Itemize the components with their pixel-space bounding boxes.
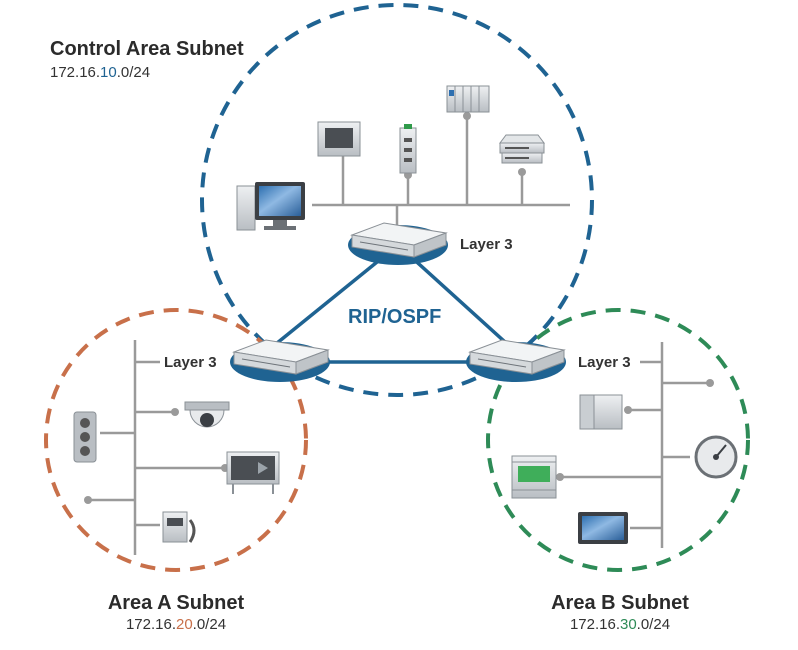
routing-protocol-label: RIP/OSPF: [348, 306, 442, 328]
gauge-icon: [694, 435, 738, 479]
area-b-subnet-address: 172.16.30.0/24: [569, 616, 671, 633]
area-b-bus-nodes: [556, 379, 714, 481]
layer3-switch-top: [348, 222, 448, 265]
server-icon: [499, 134, 545, 164]
area-a-subnet-boundary: [44, 308, 308, 572]
layer3-right-label: Layer 3: [578, 354, 631, 371]
layer3-switch-left: [230, 339, 330, 382]
industrial-switch-icon: [399, 124, 417, 174]
area-a-subnet-title: Area A Subnet: [107, 592, 245, 614]
energy-meter-icon: [511, 455, 557, 499]
area-a-bus: [88, 340, 225, 555]
tablet-display-icon: [578, 512, 628, 544]
control-subnet-boundary: [200, 3, 594, 397]
area-b-subnet-title: Area B Subnet: [551, 592, 689, 614]
area-a-subnet-address: 172.16.20.0/24: [125, 616, 227, 633]
message-sign-icon: [226, 451, 280, 494]
controller-box-icon: [579, 394, 623, 430]
workstation-monitor-icon: [236, 182, 305, 231]
layer3-switch-right: [466, 339, 566, 382]
control-subnet-address: 172.16.10.0/24: [50, 64, 151, 81]
traffic-light-icon: [73, 411, 97, 463]
control-bus: [312, 116, 570, 225]
plc-rack-icon: [446, 85, 490, 113]
emergency-phone-icon: [162, 511, 196, 543]
area-b-bus: [560, 342, 710, 548]
area-b-subnet-boundary: [486, 308, 750, 572]
dome-camera-icon: [184, 401, 230, 428]
layer3-left-label: Layer 3: [164, 354, 217, 371]
layer3-top-label: Layer 3: [460, 236, 513, 253]
hmi-panel-icon: [317, 121, 361, 157]
control-bus-nodes: [339, 112, 526, 179]
control-subnet-title: Control Area Subnet: [50, 38, 244, 60]
